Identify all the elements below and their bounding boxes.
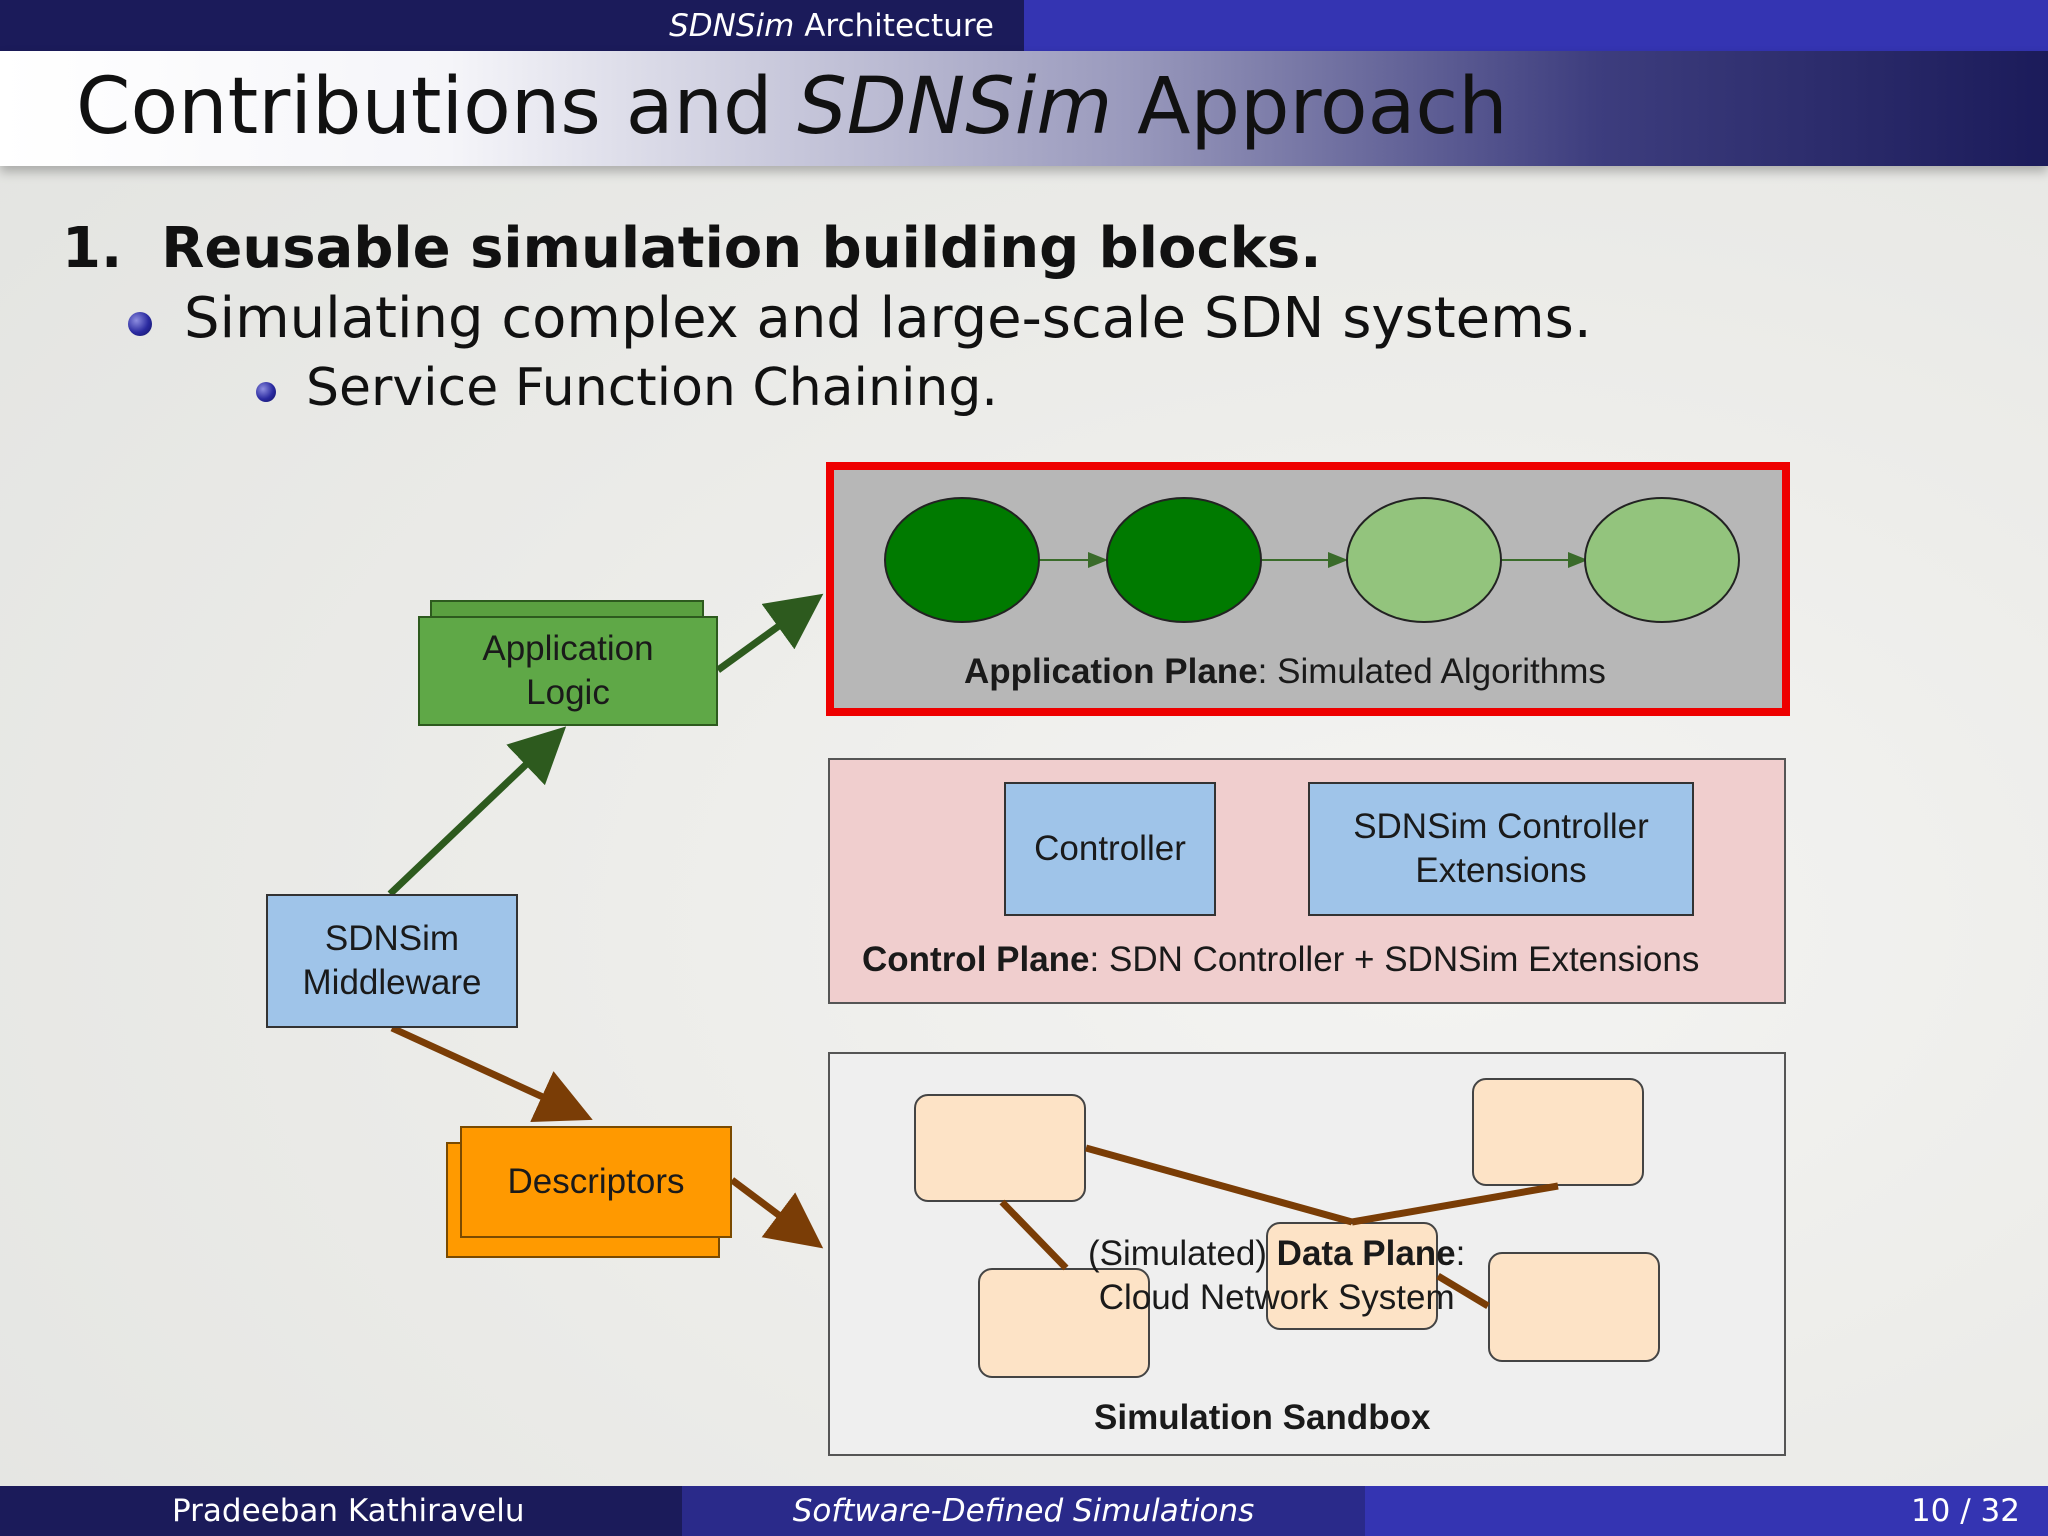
control-plane-label: Control Plane: SDN Controller + SDNSim E… (862, 940, 1699, 980)
service-function-inactive (1346, 497, 1502, 623)
extensions-line-1: SDNSim Controller (1353, 807, 1649, 846)
arrow-logic-to-application-plane (715, 593, 824, 673)
descriptors-box: Descriptors (460, 1126, 732, 1238)
subsection-bar (1024, 0, 2048, 51)
title-italic: SDNSim (797, 62, 1113, 152)
controller-box: Controller (1004, 782, 1216, 916)
service-function-active (884, 497, 1040, 623)
footer-page-number: 10 / 32 (1365, 1486, 2048, 1536)
network-link (999, 1199, 1069, 1271)
numbered-heading: 1. Reusable simulation building blocks. (62, 216, 1322, 281)
data-plane-bold: Data Plane (1276, 1234, 1456, 1273)
footer-author: Pradeeban Kathiravelu (0, 1486, 682, 1536)
application-plane-bold: Application Plane (964, 652, 1258, 691)
bullet-text-2: Service Function Chaining. (306, 358, 998, 418)
data-plane-node (978, 1268, 1150, 1378)
top-navigation-bar: SDNSim Architecture (0, 0, 2048, 51)
service-function-chain (884, 497, 1740, 623)
application-plane-rest: : Simulated Algorithms (1257, 652, 1606, 691)
section-title-rest: Architecture (794, 7, 994, 44)
sdnsim-middleware-box: SDNSim Middleware (266, 894, 518, 1028)
footer-bar: Pradeeban Kathiravelu Software-Defined S… (0, 1486, 2048, 1536)
network-link (1351, 1182, 1559, 1226)
controller-label: Controller (1034, 829, 1186, 868)
data-plane-node (1472, 1078, 1644, 1186)
network-link (1085, 1144, 1353, 1226)
service-function-active (1106, 497, 1262, 623)
control-plane-rest: : SDN Controller + SDNSim Extensions (1089, 940, 1700, 979)
arrow-middleware-to-descriptors (390, 1024, 593, 1122)
middleware-line-2: Middleware (302, 963, 482, 1002)
application-logic-line-1: Application (482, 629, 654, 668)
controller-extensions-box: SDNSim Controller Extensions (1308, 782, 1694, 916)
data-plane-suffix: : (1455, 1234, 1466, 1273)
section-title[interactable]: SDNSim Architecture (0, 0, 1024, 51)
title-bar (0, 51, 2048, 166)
section-title-italic: SDNSim (669, 7, 795, 44)
application-logic-line-2: Logic (526, 673, 610, 712)
data-plane-line-2: Cloud Network System (1098, 1278, 1455, 1317)
footer-talk-title: Software-Defined Simulations (682, 1486, 1365, 1536)
slide-title: Contributions and SDNSim Approach (76, 62, 1508, 152)
data-plane-node (914, 1094, 1086, 1202)
middleware-line-1: SDNSim (324, 919, 460, 958)
data-plane-prefix: (Simulated) (1088, 1234, 1277, 1273)
bullet-icon (128, 312, 152, 336)
sub-bullet-icon (256, 382, 276, 402)
descriptors-label: Descriptors (507, 1162, 685, 1201)
network-link (1436, 1272, 1490, 1310)
simulation-sandbox-label: Simulation Sandbox (1094, 1398, 1431, 1437)
control-plane-bold: Control Plane (862, 940, 1090, 979)
title-part1: Contributions and (76, 62, 798, 152)
arrow-middleware-to-logic (387, 726, 567, 897)
extensions-line-2: Extensions (1415, 851, 1587, 890)
title-part2: Approach (1112, 62, 1508, 152)
application-plane-label: Application Plane: Simulated Algorithms (964, 652, 1606, 692)
data-plane-node (1488, 1252, 1660, 1362)
application-logic-box: Application Logic (418, 616, 718, 726)
arrow-descriptors-to-sandbox (729, 1177, 824, 1249)
data-plane-node (1266, 1222, 1438, 1330)
data-plane-label: (Simulated) Data Plane: Cloud Network Sy… (1088, 1232, 1465, 1320)
service-function-inactive (1584, 497, 1740, 623)
bullet-text-1: Simulating complex and large-scale SDN s… (184, 286, 1592, 351)
